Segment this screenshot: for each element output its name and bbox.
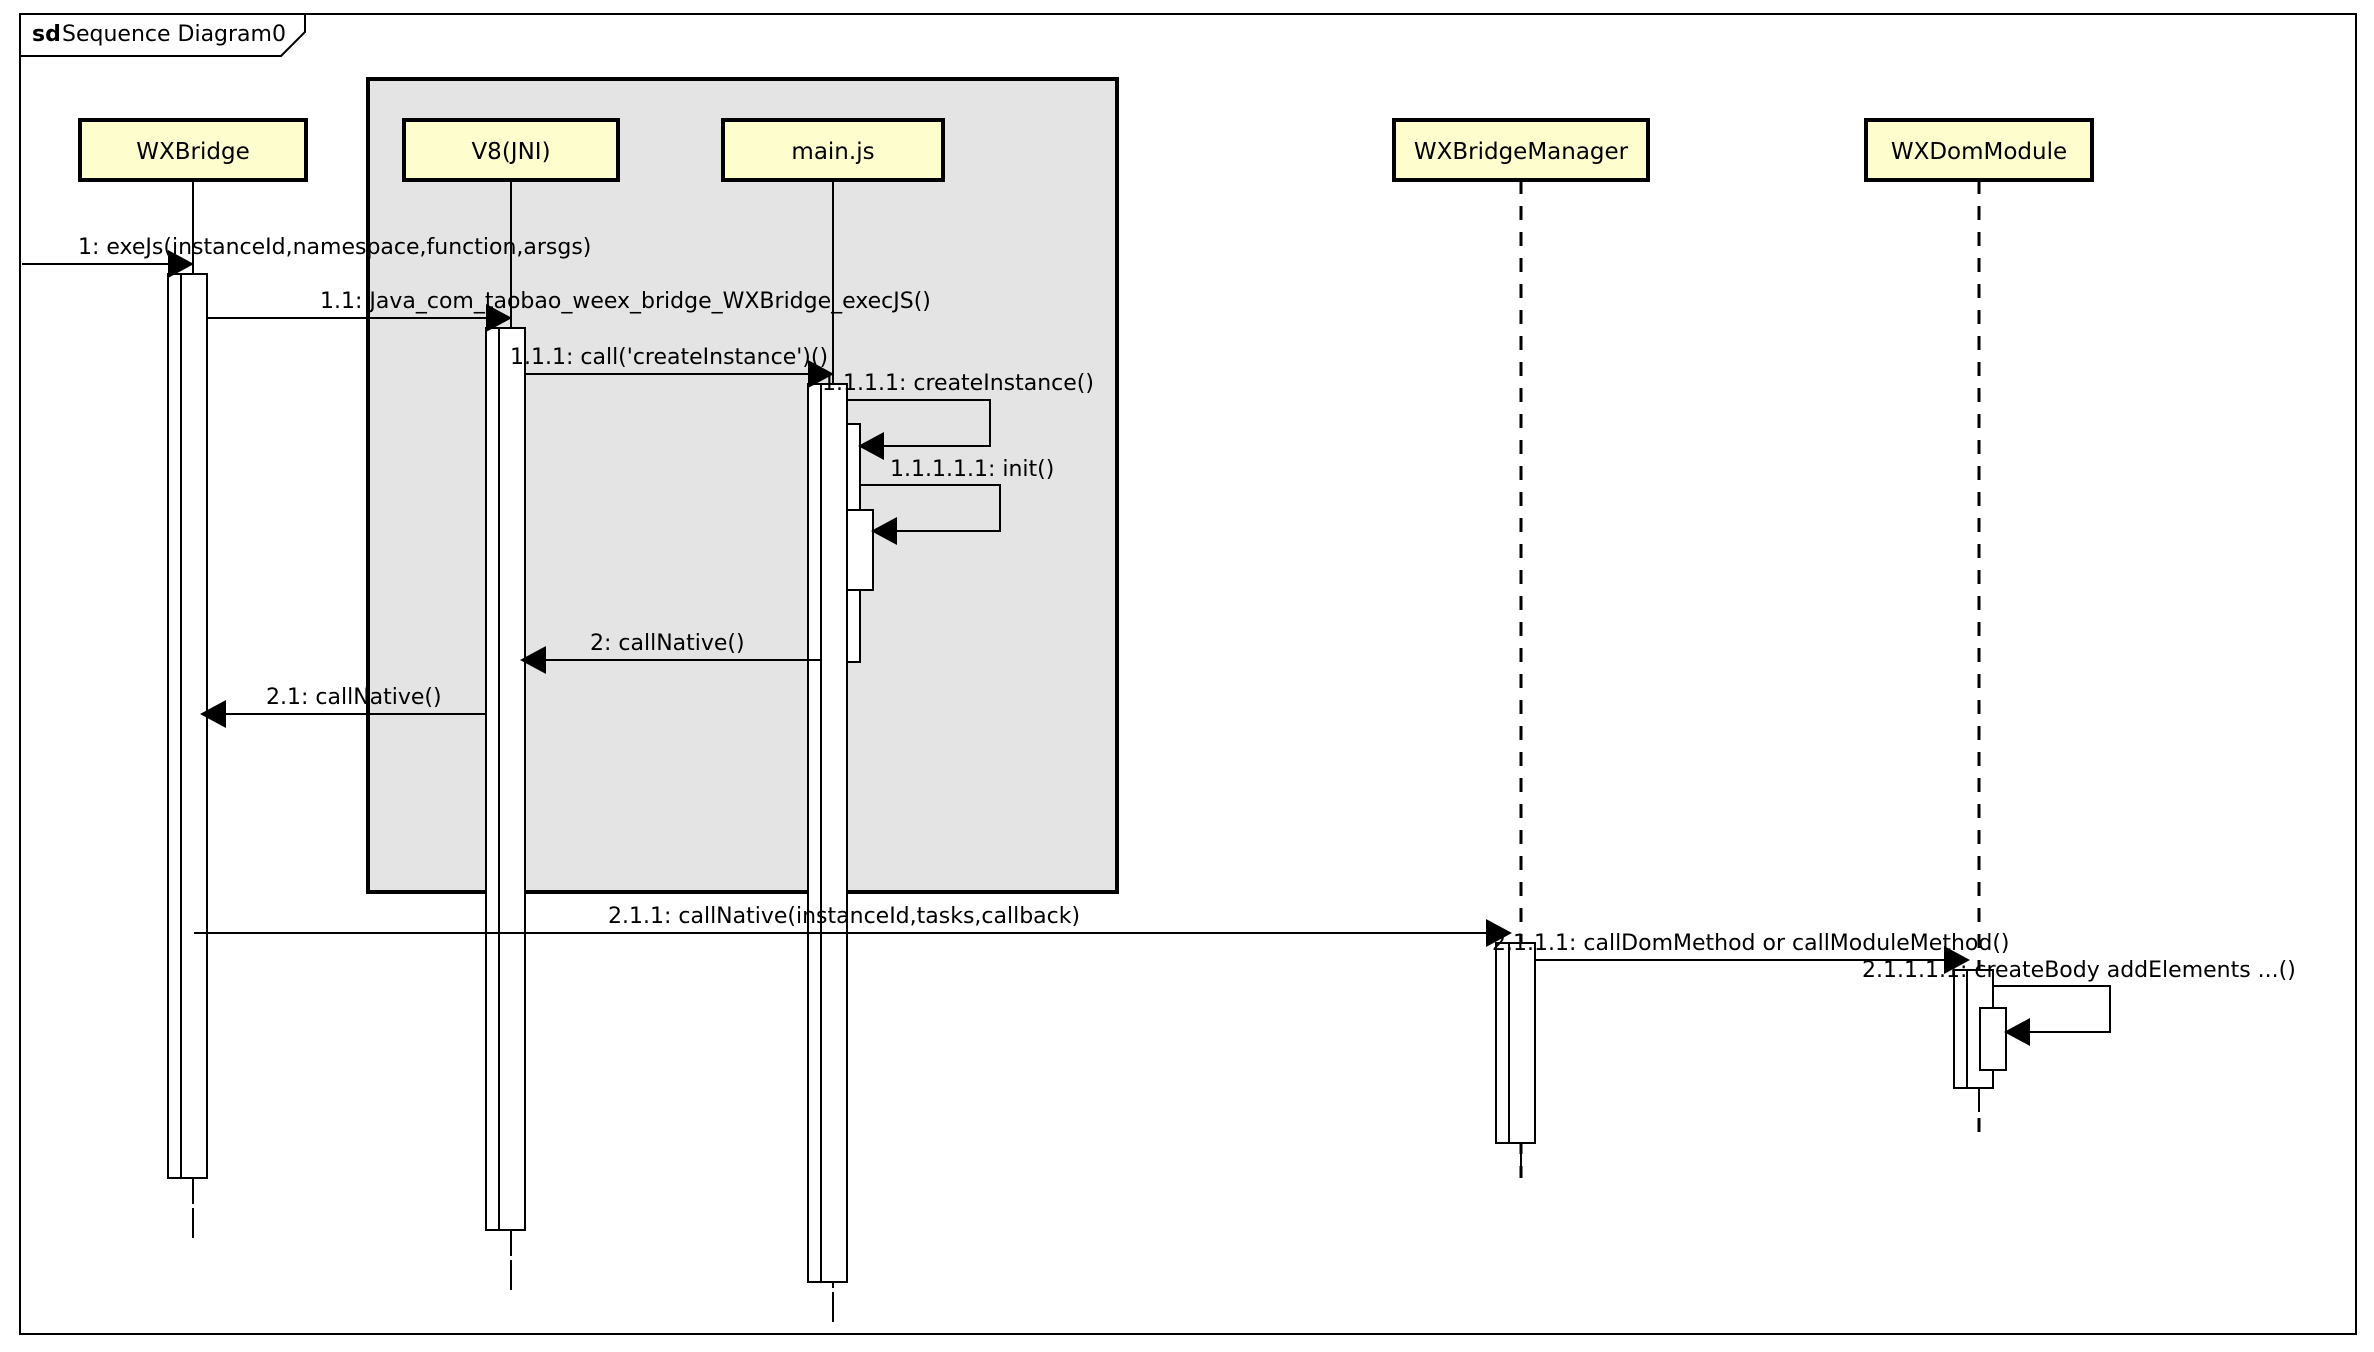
message-1-arrowhead [168, 250, 194, 278]
message-1-1-1-1-1-init[interactable]: 1.1.1.1.1: init() [860, 457, 1054, 545]
js-engine-region [366, 77, 1119, 894]
message-2-1-callnative[interactable]: 2.1: callNative() [200, 685, 486, 728]
message-1-1-1-1-arrowhead [858, 432, 884, 460]
message-2-1-1-1-1-arrowhead [2004, 1018, 2030, 1046]
lifeline-label-mainjs: main.js [791, 139, 874, 165]
frame-title-label: Sequence Diagram0 [62, 22, 286, 47]
activation-v8jni-inner [498, 327, 526, 1231]
lifeline-label-wxbridge: WXBridge [136, 139, 249, 165]
lifeline-head-wxbridgemanager[interactable] [1392, 118, 1650, 182]
message-2-1-1-1-arrowhead [1944, 946, 1970, 974]
message-2-1-arrowhead [200, 700, 226, 728]
lifeline-head-v8jni[interactable] [402, 118, 620, 182]
lifeline-label-wxdommodule: WXDomModule [1891, 139, 2067, 165]
message-2-1-1-1-calldommethod[interactable]: 2.1.1.1: callDomMethod or callModuleMeth… [1492, 931, 2009, 974]
message-1-label: 1: exeJs(instanceId,namespace,function,a… [78, 235, 591, 260]
activation-wxbridge-inner [180, 273, 208, 1179]
message-2-1-1-callnative-full[interactable]: 2.1.1: callNative(instanceId,tasks,callb… [194, 904, 1512, 947]
message-1-1-arrowhead [486, 304, 512, 332]
frame-kind-label: sd [32, 22, 61, 47]
lifeline-head-wxbridge[interactable] [78, 118, 308, 182]
lifeline-label-v8jni: V8(JNI) [471, 139, 550, 165]
message-2-arrowhead [520, 646, 546, 674]
message-1-1-1-1-line [847, 399, 991, 447]
message-2-1-label: 2.1: callNative() [266, 685, 442, 710]
message-1-1-1-label: 1.1.1: call('createInstance')() [510, 345, 828, 370]
lifeline-head-mainjs[interactable] [721, 118, 945, 182]
activation-wxbridgemanager-inner [1508, 942, 1536, 1144]
message-1-1-1-1-1-line [860, 484, 1001, 532]
activation-wxdommodule-self [1979, 1007, 2007, 1071]
message-1-1-1-1-1-arrowhead [871, 517, 897, 545]
activation-mainjs-tail [820, 383, 848, 1283]
message-1-1-1-1-1-label: 1.1.1.1.1: init() [890, 457, 1054, 482]
message-1-1-1-arrowhead [808, 360, 834, 388]
activation-mainjs-self-init [846, 509, 874, 591]
message-2-1-1-1-1-label: 2.1.1.1.1: createBody addElements ...() [1862, 958, 2296, 983]
lifeline-label-wxbridgemanager: WXBridgeManager [1414, 139, 1629, 165]
message-1-exejs[interactable]: 1: exeJs(instanceId,namespace,function,a… [22, 235, 591, 278]
message-2-1-1-1-1-createbody[interactable]: 2.1.1.1.1: createBody addElements ...() [1862, 958, 2296, 1046]
lifeline-wxdommodule: WXDomModule [1864, 118, 2094, 1136]
lifeline-head-wxdommodule[interactable] [1864, 118, 2094, 182]
message-2-label: 2: callNative() [590, 631, 745, 656]
message-1-1-1-1-label: 1.1.1.1: createInstance() [822, 371, 1094, 396]
message-1-1-execjs[interactable]: 1.1: Java_com_taobao_weex_bridge_WXBridg… [207, 289, 931, 332]
message-2-1-1-1-1-line [1993, 985, 2111, 1033]
message-2-1-1-1-label: 2.1.1.1: callDomMethod or callModuleMeth… [1492, 931, 2009, 956]
message-2-1-1-arrowhead [1486, 919, 1512, 947]
lifeline-wxbridge: WXBridge [78, 118, 308, 1238]
message-2-callnative[interactable]: 2: callNative() [520, 631, 821, 674]
lifeline-wxbridgemanager: WXBridgeManager [1392, 118, 1650, 1178]
message-2-1-1-label: 2.1.1: callNative(instanceId,tasks,callb… [608, 904, 1080, 929]
message-1-1-1-call-createinstance[interactable]: 1.1.1: call('createInstance')() [510, 345, 834, 388]
frame-name-tab [19, 13, 306, 57]
message-1-1-label: 1.1: Java_com_taobao_weex_bridge_WXBridg… [320, 289, 931, 314]
message-1-1-1-1-createinstance[interactable]: 1.1.1.1: createInstance() [822, 371, 1094, 460]
